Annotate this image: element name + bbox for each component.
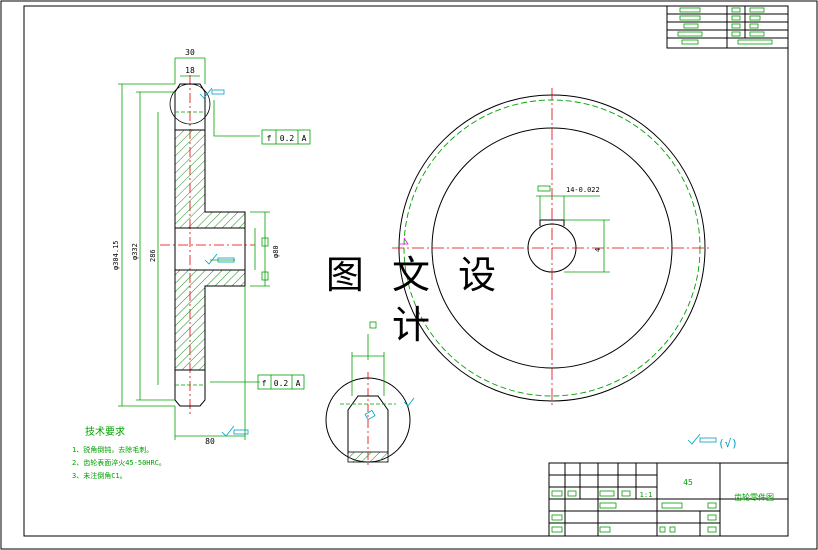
tolerance-value-top: 0.2 [280, 134, 295, 143]
tolerance-value-bottom: 0.2 [274, 379, 289, 388]
tech-req-title: 技术要求 [85, 425, 125, 438]
dim-width-top: 30 [185, 48, 195, 57]
title-block [548, 462, 789, 537]
runout-symbol-top: f [267, 134, 272, 143]
datum-bottom: A [296, 379, 301, 388]
datum-top: A [302, 134, 307, 143]
watermark-text: 图 文 设 计 [325, 253, 505, 347]
keyway-depth: 4 [594, 248, 602, 252]
title-scale: 1:1 [640, 491, 653, 499]
tech-req-item-2: 2、齿轮表面淬火45-50HRC。 [72, 458, 166, 467]
dim-width-inner: 18 [185, 66, 195, 75]
tech-req-item-1: 1、锐角倒钝，去除毛刺。 [72, 445, 153, 454]
tooth-detail-view [325, 321, 415, 468]
tolerance-frame-bottom [257, 374, 305, 390]
keyway-label: 14-0.022 [566, 186, 600, 194]
dim-pitch-dia: φ332 [131, 243, 139, 260]
roughness-note: (√) [718, 437, 738, 450]
front-gear-view: 14-0.022 4 [392, 88, 712, 408]
dim-root-dia: 286 [149, 249, 157, 262]
roughness-general-mark [687, 433, 717, 445]
title-material: 45 [683, 478, 693, 487]
dim-bottom: 80 [205, 437, 215, 446]
tech-req-item-3: 3、未注倒角C1。 [72, 471, 127, 480]
dim-hub-dia: φ80 [272, 245, 280, 258]
inner-frame [23, 5, 789, 537]
tolerance-frame-top [261, 129, 311, 145]
dim-outer-dia: φ304.15 [112, 240, 120, 270]
runout-symbol-bottom: f [262, 379, 267, 388]
title-part-name: 齿轮零件图 [734, 492, 774, 502]
gear-parameter-table [666, 5, 789, 49]
side-section-view: f 0.2 A f 0.2 A 30 18 80 φ304.15 φ332 28… [112, 48, 311, 446]
